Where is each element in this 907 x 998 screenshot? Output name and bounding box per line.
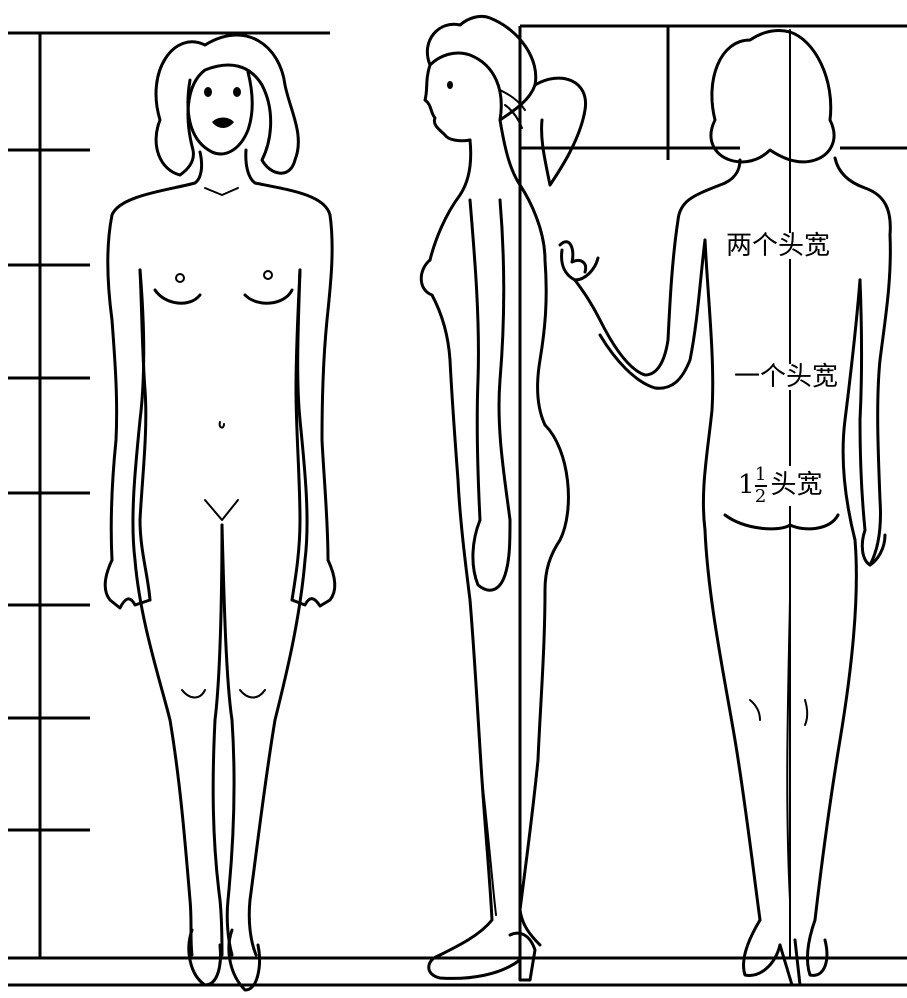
fraction-half: 1 2 — [755, 466, 767, 506]
label-one-and-half-head-widths: 1 1 2 头宽 — [736, 466, 825, 506]
label-one-head-width: 一个头宽 — [732, 364, 840, 390]
label-head-width-unit: 头宽 — [771, 470, 823, 500]
fraction-numerator: 1 — [755, 466, 766, 484]
side-view-figure — [421, 16, 585, 980]
back-view-figure — [562, 30, 891, 985]
label-two-head-widths: 两个头宽 — [724, 233, 832, 259]
fraction-denominator: 2 — [755, 488, 766, 506]
front-view-figure — [105, 35, 335, 990]
label-whole-number: 1 — [738, 470, 755, 500]
